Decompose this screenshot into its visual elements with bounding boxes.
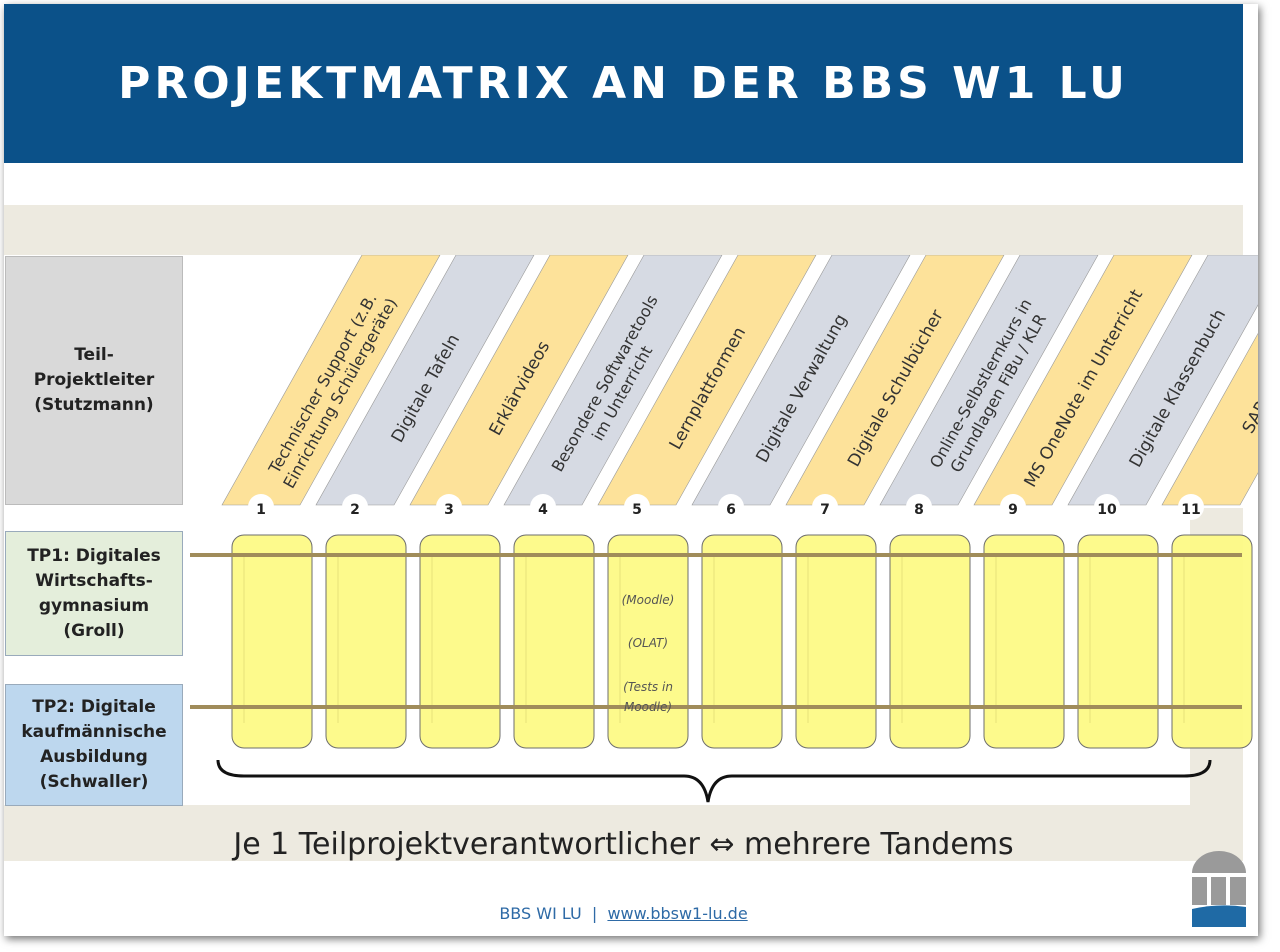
project-number-9: 9	[1008, 502, 1018, 518]
row-label-tp1: TP1: Digitales Wirtschafts- gymnasium (G…	[5, 531, 183, 656]
project-column-2	[325, 534, 407, 749]
project-band-5	[597, 255, 817, 506]
footer: BBS WI LU | www.bbsw1-lu.de	[4, 904, 1243, 923]
project-number-circle	[1094, 494, 1120, 520]
project-number-8: 8	[914, 502, 924, 518]
project-number-4: 4	[538, 502, 548, 518]
project-band-10	[1067, 255, 1258, 506]
project-number-11: 11	[1181, 502, 1200, 518]
project-band-3	[409, 255, 629, 506]
tagline: Je 1 Teilprojektverantwortlicher ⇔ mehre…	[233, 827, 1014, 862]
footer-separator: |	[591, 904, 598, 923]
project-number-1: 1	[256, 502, 266, 518]
project-number-10: 10	[1097, 502, 1117, 518]
project-band-4	[503, 255, 723, 506]
project-number-circle	[436, 494, 462, 520]
project-number-circle	[812, 494, 838, 520]
project-band-1	[221, 255, 441, 506]
project-column-7	[795, 534, 877, 749]
column5-note: (Tests in	[623, 680, 673, 694]
project-band-2	[315, 255, 535, 506]
project-column-6	[701, 534, 783, 749]
project-band-11	[1161, 332, 1258, 506]
column5-note: (Moodle)	[622, 593, 675, 607]
project-column-5	[607, 534, 689, 749]
project-column-3	[419, 534, 501, 749]
project-band-9	[973, 255, 1193, 506]
curly-brace	[216, 759, 1212, 803]
school-logo-icon	[1192, 851, 1246, 927]
row-label-tp2: TP2: Digitale kaufmännische Ausbildung (…	[5, 684, 183, 806]
project-number-circle	[624, 494, 650, 520]
project-number-circle	[342, 494, 368, 520]
column5-note: Moodle)	[624, 700, 672, 714]
leader-box: Teil- Projektleiter (Stutzmann)	[5, 256, 183, 505]
project-number-7: 7	[820, 502, 830, 518]
project-column-11	[1171, 534, 1253, 749]
project-column-8	[889, 534, 971, 749]
project-number-circle	[906, 494, 932, 520]
project-column-10	[1077, 534, 1159, 749]
column5-note: (OLAT)	[628, 636, 668, 650]
project-number-6: 6	[726, 502, 736, 518]
project-number-5: 5	[632, 502, 642, 518]
project-band-7	[785, 255, 1005, 506]
project-bands: Technischer Support (z.B.Einrichtung Sch…	[221, 255, 1258, 506]
project-number-circle	[248, 494, 274, 520]
project-number-circle	[718, 494, 744, 520]
project-number-circle	[530, 494, 556, 520]
project-band-8	[879, 255, 1099, 506]
top-band	[4, 205, 1243, 255]
project-band-6	[691, 255, 911, 506]
project-number-2: 2	[350, 502, 360, 518]
bottom-band	[4, 805, 1243, 861]
project-number-3: 3	[444, 502, 454, 518]
project-column-4	[513, 534, 595, 749]
title-bar: PROJEKTMATRIX AN DER BBS W1 LU	[4, 4, 1243, 163]
project-column-1	[231, 534, 313, 749]
slide-title: PROJEKTMATRIX AN DER BBS W1 LU	[118, 58, 1129, 109]
project-matrix-diagram: Technischer Support (z.B.Einrichtung Sch…	[190, 255, 1258, 803]
project-number-circle	[1178, 494, 1204, 520]
footer-link[interactable]: www.bbsw1-lu.de	[607, 904, 748, 923]
project-number-circle	[1000, 494, 1026, 520]
footer-org: BBS WI LU	[499, 904, 582, 923]
project-column-9	[983, 534, 1065, 749]
slide: PROJEKTMATRIX AN DER BBS W1 LU Teil- Pro…	[4, 4, 1258, 936]
